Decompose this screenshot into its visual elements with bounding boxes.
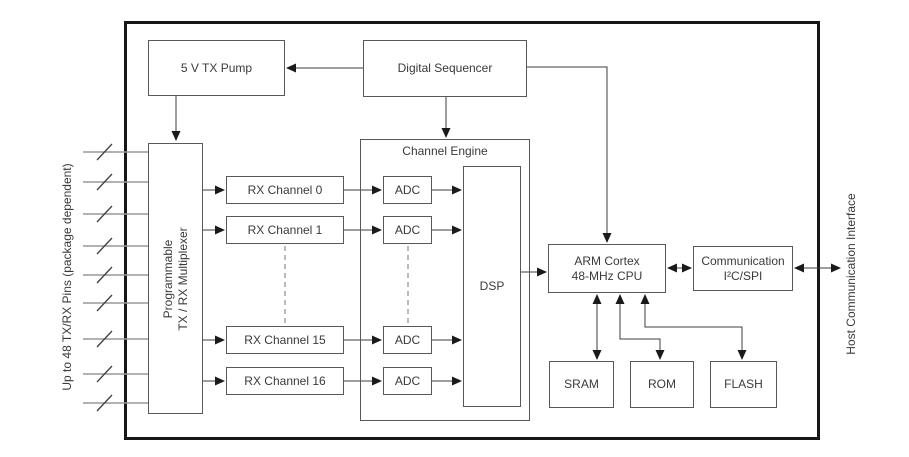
communication-label-line2: I²C/SPI [723,268,763,283]
block-dsp: DSP [463,166,521,407]
block-rx-channel-1: RX Channel 1 [226,216,344,244]
block-adc-2: ADC [383,326,432,354]
block-flash: FLASH [710,361,777,408]
pin-lines [83,143,148,412]
block-adc-1: ADC [383,216,432,244]
arrow-seq-to-cpu [527,66,608,236]
block-rx-channel-0: RX Channel 0 [226,176,344,204]
left-pins-label: Up to 48 TX/RX Pins (package dependent) [60,163,74,391]
arrowheads [171,63,841,386]
block-tx-rx-multiplexer: Programmable TX / RX Multiplexer [148,143,203,414]
channel-engine-label: Channel Engine [402,144,488,158]
block-arm-cpu: ARM Cortex 48-MHz CPU [548,244,666,293]
block-communication: Communication I²C/SPI [693,246,793,291]
block-adc-3: ADC [383,367,432,395]
ellipsis-dashed-lines [284,246,409,324]
cpu-label-line2: 48-MHz CPU [571,268,643,283]
block-digital-sequencer: Digital Sequencer [363,40,527,97]
cpu-label-line1: ARM Cortex [574,253,640,268]
communication-label-line1: Communication [701,253,785,268]
block-rx-channel-16: RX Channel 16 [226,367,344,395]
arrow-cpu-flash [644,298,743,356]
block-sram: SRAM [549,361,614,408]
multiplexer-label-line2: TX / RX Multiplexer [175,226,190,331]
multiplexer-label: Programmable TX / RX Multiplexer [161,227,191,330]
bus-slash-marks [96,143,113,412]
block-adc-0: ADC [383,176,432,204]
block-tx-pump: 5 V TX Pump [148,40,285,96]
block-rom: ROM [630,361,694,408]
block-channel-engine [360,139,530,421]
host-interface-label: Host Communication Interface [844,193,858,355]
multiplexer-label-line1: Programmable [160,239,175,318]
arrow-cpu-rom [619,298,661,356]
block-rx-channel-15: RX Channel 15 [226,326,344,354]
